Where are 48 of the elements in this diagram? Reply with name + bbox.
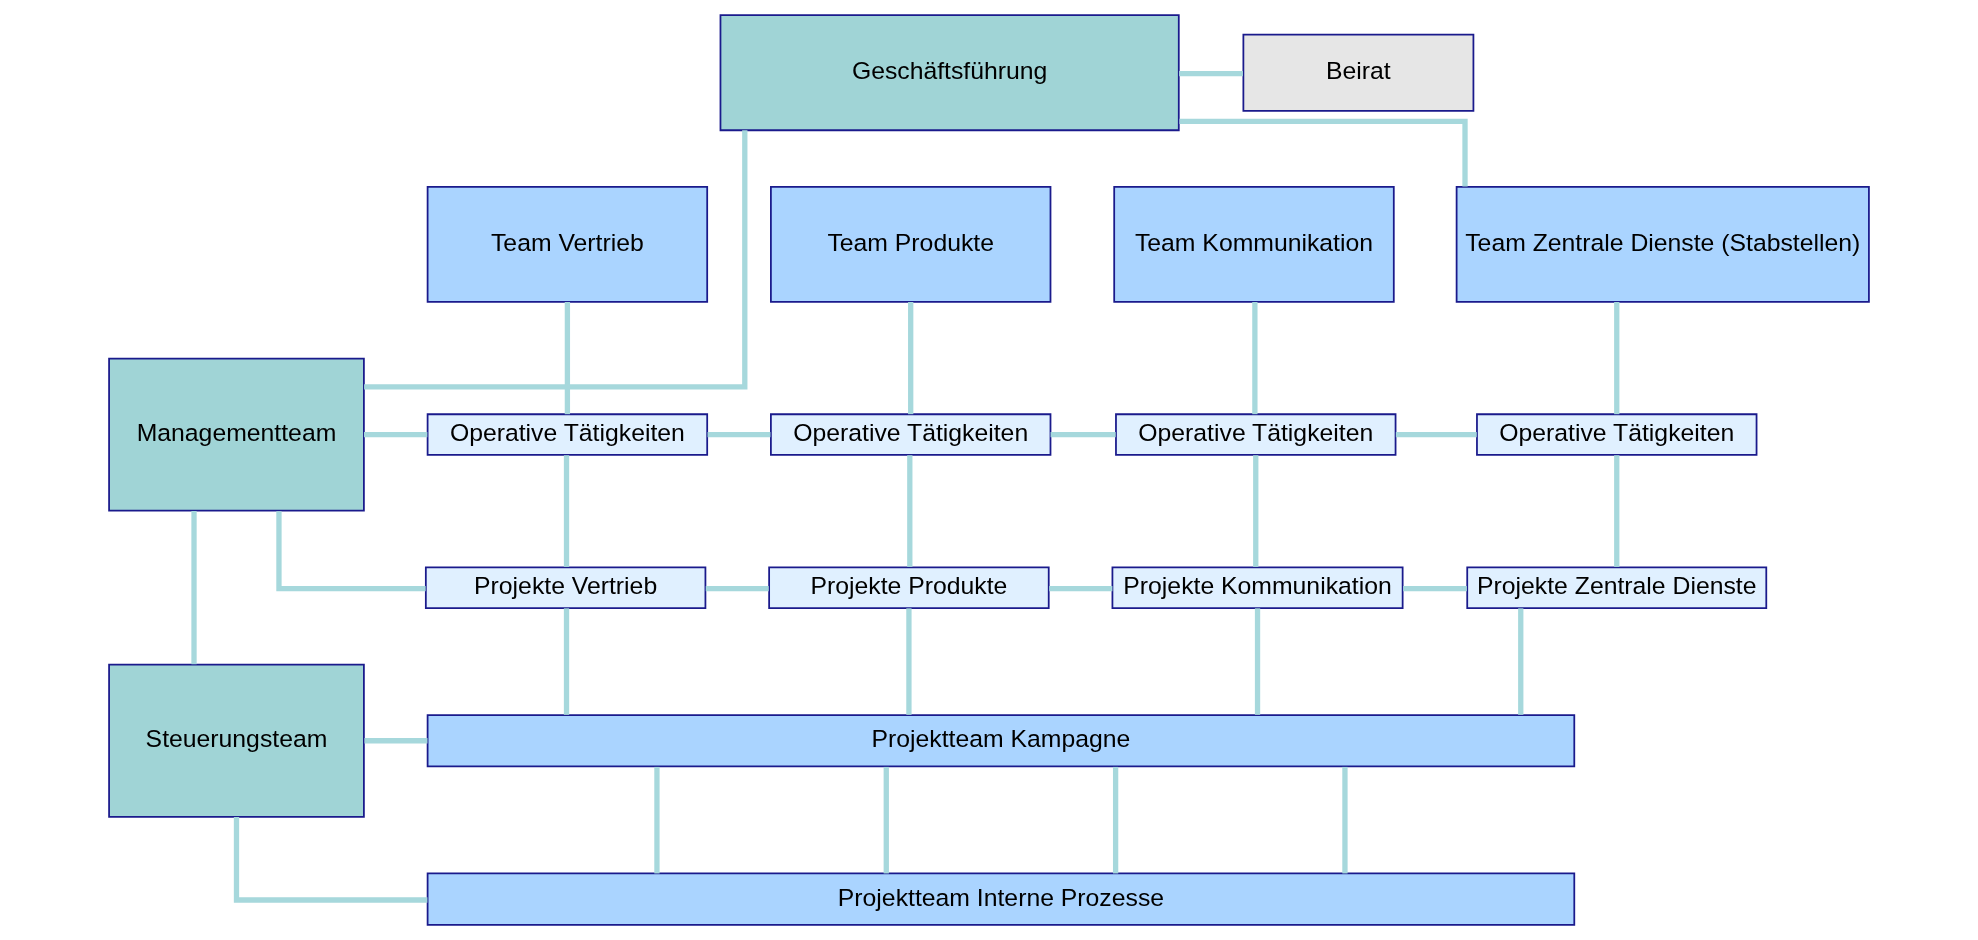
connector bbox=[1179, 118, 1468, 187]
connector bbox=[906, 608, 912, 715]
connector bbox=[1252, 302, 1258, 415]
node-box: Projektteam Kampagne bbox=[426, 714, 1576, 768]
connector bbox=[1614, 302, 1620, 415]
connector bbox=[564, 302, 571, 415]
connector bbox=[563, 608, 570, 715]
node-box: Team Zentrale Dienste (Stabstellen) bbox=[1455, 186, 1870, 303]
node-box: Operative Tätigkeiten bbox=[770, 413, 1052, 456]
connector bbox=[276, 511, 426, 592]
connector bbox=[1050, 431, 1116, 438]
node-box: Team Kommunikation bbox=[1113, 186, 1395, 303]
connector bbox=[364, 130, 748, 390]
connector bbox=[1395, 431, 1477, 438]
connector bbox=[233, 817, 428, 903]
node-box: Projektteam Interne Prozesse bbox=[426, 872, 1576, 926]
connector bbox=[1403, 585, 1467, 592]
connector bbox=[654, 766, 660, 874]
connector bbox=[563, 455, 570, 567]
connector bbox=[908, 302, 914, 415]
node-box: Projekte Kommunikation bbox=[1111, 566, 1404, 609]
node-box: Operative Tätigkeiten bbox=[426, 413, 709, 456]
node-box: Beirat bbox=[1242, 33, 1475, 112]
connector bbox=[1049, 585, 1113, 592]
node-box: Geschäftsführung bbox=[719, 14, 1180, 132]
node-box: Steuerungsteam bbox=[108, 663, 365, 818]
connector bbox=[907, 455, 913, 567]
node-box: Team Vertrieb bbox=[426, 186, 709, 303]
connector bbox=[364, 738, 428, 744]
node-box: Projekte Zentrale Dienste bbox=[1466, 566, 1768, 609]
connector bbox=[705, 585, 769, 592]
node-box: Managementteam bbox=[108, 357, 365, 512]
connector bbox=[363, 431, 428, 438]
connector bbox=[1614, 455, 1620, 567]
node-box: Team Produkte bbox=[770, 186, 1052, 303]
connector bbox=[883, 766, 889, 874]
connector bbox=[1179, 70, 1243, 77]
node-box: Projekte Vertrieb bbox=[424, 566, 707, 609]
connector bbox=[1342, 766, 1348, 874]
connector bbox=[1518, 608, 1524, 715]
node-box: Projekte Produkte bbox=[768, 566, 1050, 609]
node-box: Operative Tätigkeiten bbox=[1476, 413, 1758, 456]
connector bbox=[1112, 766, 1119, 874]
connector bbox=[1253, 455, 1259, 567]
node-box: Operative Tätigkeiten bbox=[1115, 413, 1397, 456]
connector bbox=[191, 511, 197, 665]
connector bbox=[1254, 608, 1261, 715]
connector bbox=[707, 431, 771, 438]
